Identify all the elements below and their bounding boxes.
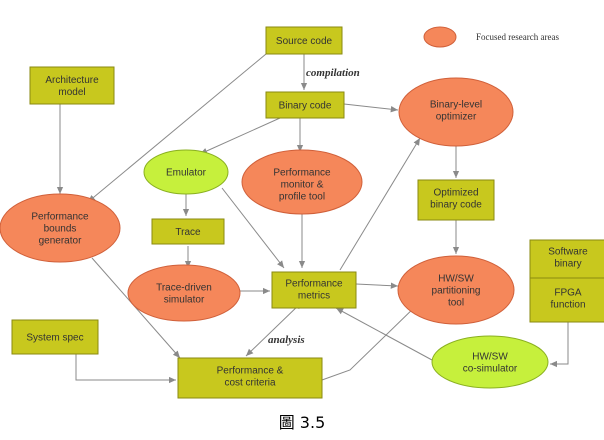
node-label: System spec — [26, 333, 83, 344]
node-label-line: System spec — [26, 333, 83, 344]
edge-metrics-criteria — [245, 301, 303, 357]
legend-label: Focused research areas — [476, 32, 559, 42]
edge-metrics-to-optimizer — [339, 137, 421, 271]
node-label-line: profile tool — [279, 192, 325, 203]
node-label-line: Architecture — [45, 75, 99, 86]
edge-emulator-to-metrics — [221, 187, 285, 269]
node-label: Emulator — [166, 168, 207, 179]
node-label-line: binary — [554, 259, 581, 270]
node-label-line: co-simulator — [463, 364, 518, 375]
label-analysis: analysis — [268, 334, 305, 346]
node-label-line: monitor & — [281, 180, 324, 191]
node-system-spec: System spec — [11, 319, 99, 355]
node-label-line: simulator — [164, 295, 205, 306]
node-trace: Trace — [151, 218, 225, 245]
node-label-line: tool — [448, 298, 464, 309]
edge-software-to-cosim — [550, 322, 569, 368]
node-label-line: HW/SW — [438, 274, 474, 285]
node-label-line: function — [550, 300, 585, 311]
label-compilation: compilation — [306, 67, 360, 79]
legend: Focused research areas — [423, 26, 559, 48]
node-label-line: FPGA — [554, 288, 582, 299]
legend-swatch — [423, 26, 457, 48]
node-label-line: generator — [39, 236, 82, 247]
node-label-line: model — [58, 87, 85, 98]
node-label-line: bounds — [44, 224, 77, 235]
edge-cosim-to-metrics — [335, 307, 433, 361]
node-label-line: Binary-level — [430, 100, 482, 111]
figure-caption: 圖 3.5 — [279, 413, 326, 432]
node-label-line: Trace-driven — [156, 283, 212, 294]
node-label-line: Optimized — [433, 188, 478, 199]
node-label-line: Emulator — [166, 168, 207, 179]
edge-metrics-to-partitioning — [355, 282, 399, 289]
node-label-line: Trace — [175, 227, 201, 238]
node-label: Binary code — [279, 101, 332, 112]
node-performance-criteria: Performance &cost criteria — [177, 357, 323, 399]
node-label-line: partitioning — [432, 286, 481, 297]
node-label-line: binary code — [430, 200, 482, 211]
edge-binary-to-emulator — [199, 117, 281, 155]
edge-criteria-to-partitioning — [321, 301, 421, 381]
node-label-line: Software — [548, 247, 588, 258]
edge-binary-to-optimizer — [343, 103, 399, 113]
node-binary-code: Binary code — [265, 91, 345, 119]
node-source-code: Source code — [265, 26, 343, 55]
node-label-line: Source code — [276, 36, 333, 47]
node-label-line: metrics — [298, 291, 330, 302]
node-label-line: Performance — [273, 168, 331, 179]
node-label-line: HW/SW — [472, 352, 508, 363]
connectors — [56, 53, 569, 384]
node-label-line: optimizer — [436, 112, 477, 123]
node-emulator: Emulator — [143, 149, 229, 195]
edge-spec-to-criteria — [75, 354, 176, 384]
node-label-line: Performance — [285, 279, 343, 290]
node-label: Trace — [175, 227, 201, 238]
node-label-line: Binary code — [279, 101, 332, 112]
node-label-line: Performance — [31, 212, 89, 223]
node-label: Source code — [276, 36, 333, 47]
node-label: Performance &cost criteria — [217, 366, 284, 389]
node-label-line: Performance & — [217, 366, 284, 377]
edge-source-to-bounds — [87, 53, 267, 203]
node-label-line: cost criteria — [224, 378, 276, 389]
